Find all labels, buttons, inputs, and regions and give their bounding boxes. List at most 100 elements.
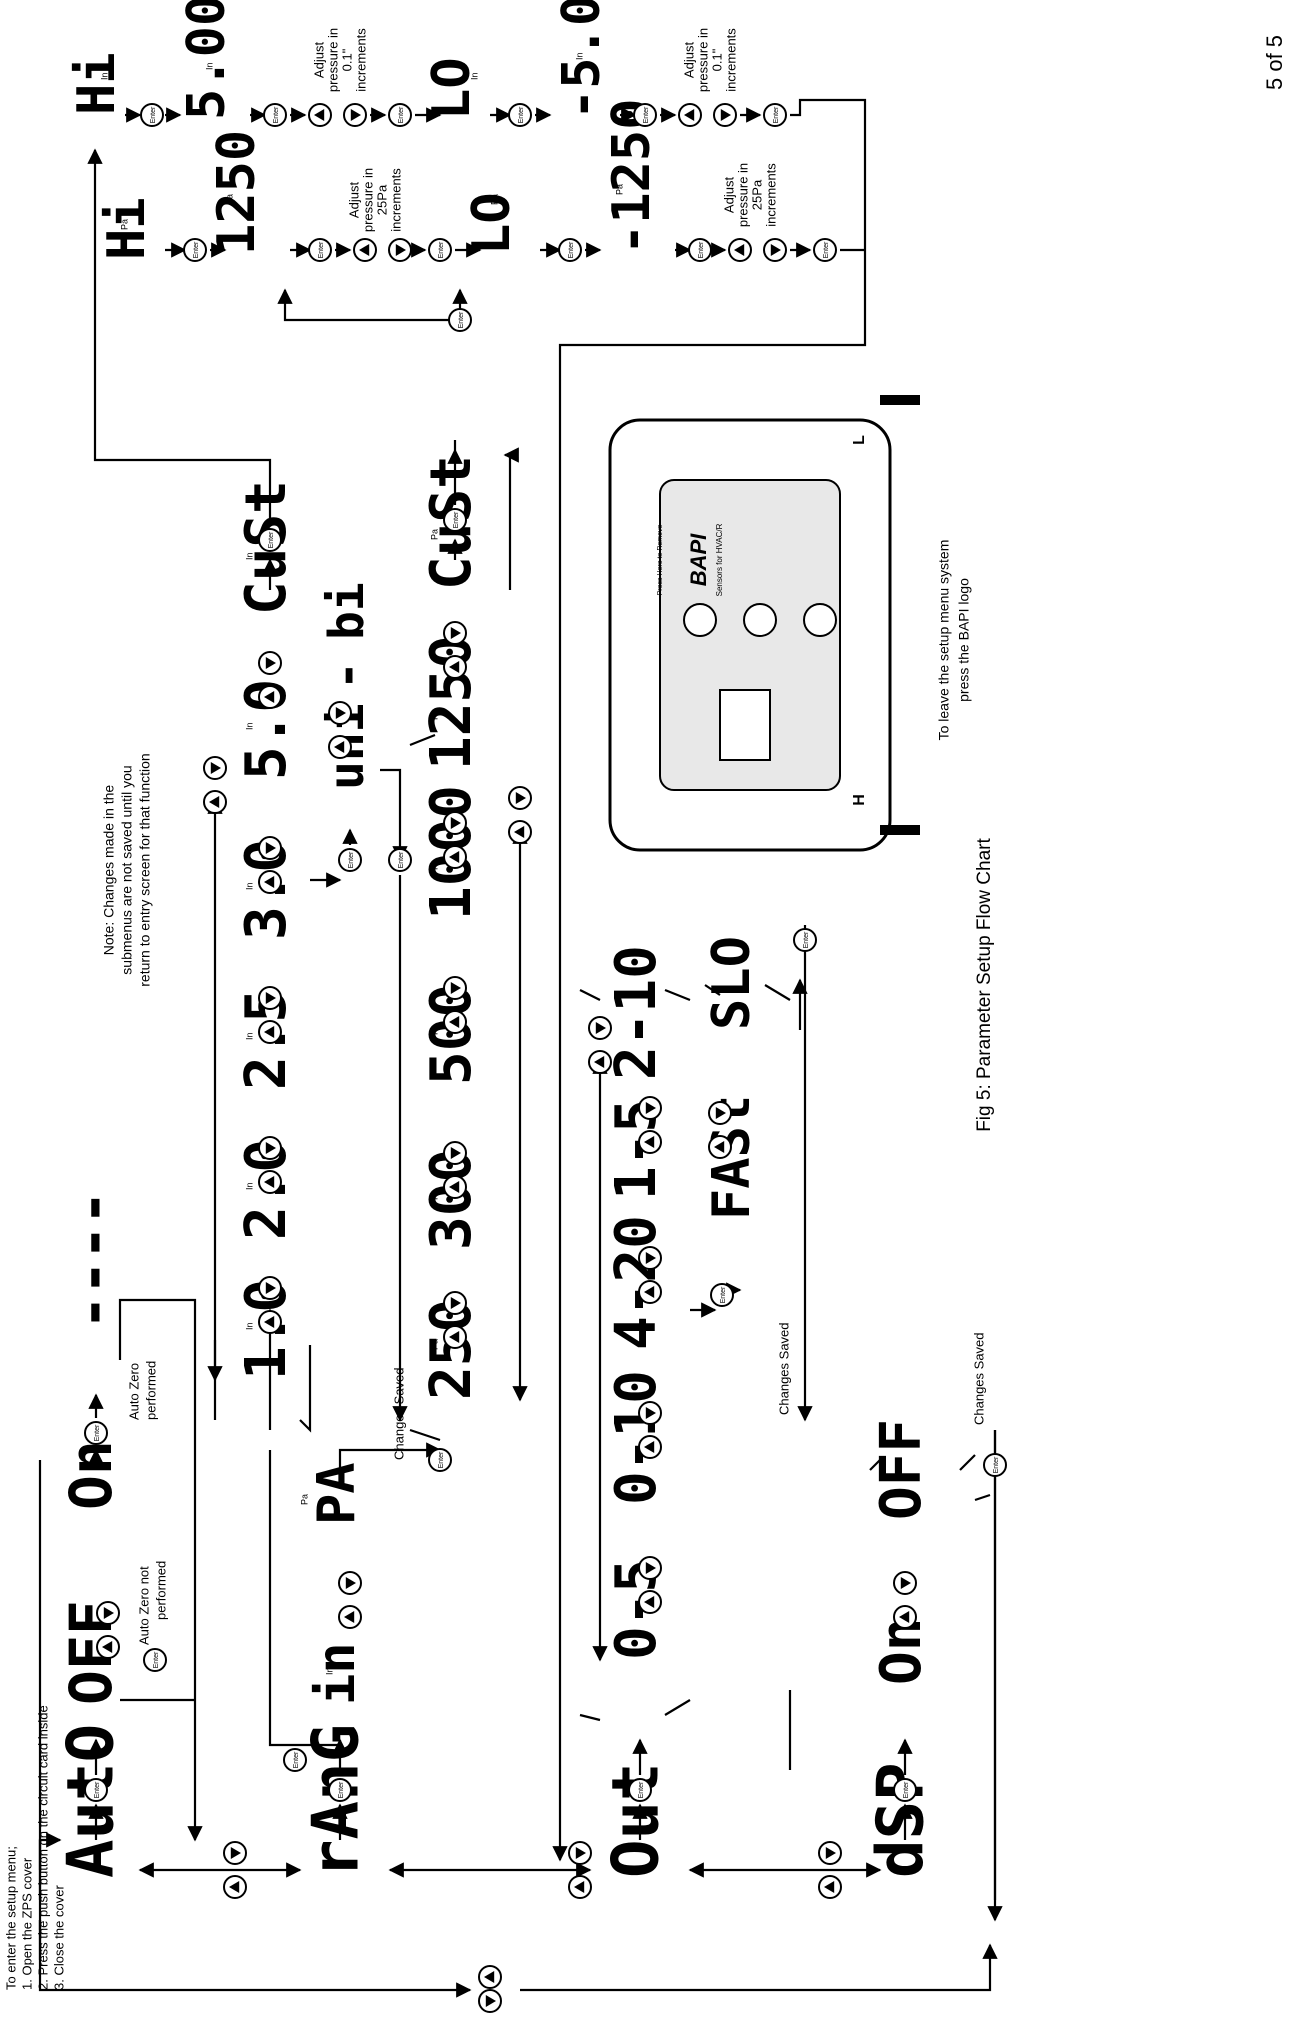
down-triangle-icon xyxy=(265,992,276,1004)
custom-in-lo-unit: In xyxy=(469,72,479,80)
auto-zero-performed-label: Auto Zero xyxy=(126,1363,141,1420)
connector-line xyxy=(664,1699,691,1716)
custom-in-lo-value: -5.000 xyxy=(552,0,612,120)
pa-range-1: 300 xyxy=(419,1149,484,1250)
up-triangle-icon xyxy=(644,1136,655,1148)
enter-button-icon xyxy=(558,238,582,262)
adjust-in-lo-0: Adjust xyxy=(681,42,696,79)
connector-line xyxy=(764,984,791,1001)
changes-saved-display: Changes Saved xyxy=(971,1332,986,1425)
down-triangle-icon xyxy=(335,707,346,719)
adjust-pa-hi-3: increments xyxy=(388,168,403,232)
connector-line xyxy=(974,1493,991,1502)
adjust-pa-lo-3: increments xyxy=(763,163,778,227)
custom-in-hi-unit: In xyxy=(99,72,109,80)
adjust-pa-lo-0: Adjust xyxy=(721,177,736,214)
custom-in-lo-value-unit: In xyxy=(574,52,584,60)
output-1: 0-10 xyxy=(604,1370,669,1505)
pa-unit-0: Pa xyxy=(429,1339,439,1350)
submenu-note-0: Note: Changes made in the xyxy=(101,785,117,956)
enter-label: Enter xyxy=(823,241,830,258)
adjust-pa-lo-1: pressure in xyxy=(735,163,750,227)
enter-label: Enter xyxy=(518,106,525,123)
connector-line xyxy=(409,733,436,747)
inch-custom-line xyxy=(87,148,272,525)
up-triangle-icon xyxy=(644,1596,655,1608)
connector-line xyxy=(299,1345,312,1433)
enter-label: Enter xyxy=(643,106,650,123)
changes-saved-output: Changes Saved xyxy=(776,1322,791,1415)
connector-line xyxy=(338,1442,442,1485)
enter-button-icon xyxy=(628,1778,652,1802)
up-triangle-icon xyxy=(344,1611,355,1623)
device-brand-logo: BAPI xyxy=(686,533,711,586)
up-triangle-icon xyxy=(514,826,525,838)
connector-lines xyxy=(38,98,1003,1998)
enter-label: Enter xyxy=(348,851,355,868)
down-triangle-icon xyxy=(450,982,461,994)
device-port-l: L xyxy=(851,435,868,445)
enter-label: Enter xyxy=(438,1451,445,1468)
up-triangle-icon xyxy=(449,1331,460,1343)
enter-label: Enter xyxy=(438,241,445,258)
leave-setup-note-1: To leave the setup menu system xyxy=(936,540,952,741)
down-triangle-icon xyxy=(595,1022,606,1034)
inch-unit-1: In xyxy=(244,1182,254,1190)
auto-zero-not-label-2: performed xyxy=(153,1561,168,1620)
down-triangle-icon xyxy=(900,1577,911,1589)
enter-label: Enter xyxy=(720,1286,727,1303)
enter-button-icon xyxy=(308,238,332,262)
enter-button-icon xyxy=(710,1283,734,1307)
enter-label: Enter xyxy=(458,311,465,328)
down-triangle-icon xyxy=(265,657,276,669)
custom-pa-lo-unit: Pa xyxy=(489,194,499,205)
down-triangle-icon xyxy=(450,1297,461,1309)
down-triangle-icon xyxy=(715,1107,726,1119)
enter-button-icon xyxy=(983,1453,1007,1477)
up-triangle-icon xyxy=(714,1141,725,1153)
adjust-in-hi-1: pressure in xyxy=(325,28,340,92)
up-triangle-icon xyxy=(102,1641,113,1653)
up-triangle-icon xyxy=(264,1176,275,1188)
adjust-in-lo-1: pressure in xyxy=(695,28,710,92)
enter-button-icon xyxy=(263,103,287,127)
down-triangle-icon xyxy=(350,109,361,121)
down-triangle-icon xyxy=(230,1847,241,1859)
adjust-in-lo-3: increments xyxy=(723,28,738,92)
adjust-pa-hi-2: 25Pa xyxy=(374,184,389,215)
connector-line xyxy=(38,1832,62,1900)
connector-line xyxy=(869,1459,881,1471)
enter-label: Enter xyxy=(803,931,810,948)
range-pa: PA xyxy=(307,1462,367,1525)
adjust-pa-hi-1: pressure in xyxy=(360,168,375,232)
down-triangle-icon xyxy=(645,1407,656,1419)
up-triangle-icon xyxy=(359,244,370,256)
custom-in-hi-value-unit: In xyxy=(204,62,214,70)
unit-in-small: In xyxy=(324,1667,334,1675)
range-in: in xyxy=(307,1642,367,1705)
down-triangle-icon xyxy=(515,792,526,804)
changes-saved-range: Changes Saved xyxy=(391,1367,406,1460)
down-triangle-icon xyxy=(720,109,731,121)
connector-line xyxy=(380,768,408,862)
enter-label: Enter xyxy=(638,1781,645,1798)
up-triangle-icon xyxy=(594,1056,605,1068)
inch-unit-3: In xyxy=(244,882,254,890)
custom-pa-hi: Hi xyxy=(97,197,157,260)
down-triangle-icon xyxy=(345,1577,356,1589)
enter-button-icon xyxy=(338,848,362,872)
pa-unit-2: Pa xyxy=(429,1024,439,1035)
connector-line xyxy=(704,984,721,996)
enter-button-icon xyxy=(793,928,817,952)
nav-buttons: EnterEnterEnterEnterEnterEnterEnterEnter… xyxy=(84,103,1007,2013)
output-2: 4-20 xyxy=(604,1215,669,1350)
device-enter-button xyxy=(743,603,777,637)
device-down-button xyxy=(803,603,837,637)
down-triangle-icon xyxy=(485,1995,496,2007)
enter-label: Enter xyxy=(94,1781,101,1798)
enter-label: Enter xyxy=(94,1424,101,1441)
enter-label: Enter xyxy=(698,241,705,258)
enter-button-icon xyxy=(328,1778,352,1802)
enter-button-icon xyxy=(893,1778,917,1802)
